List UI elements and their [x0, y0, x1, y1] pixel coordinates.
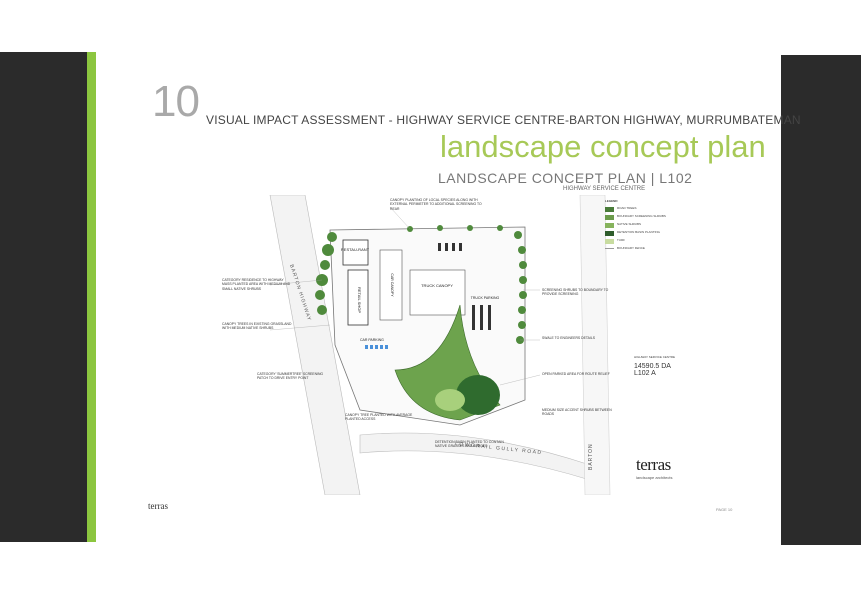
- note-right-1: SCREENING SHRUBS TO BOUNDARY TO PROVIDE …: [542, 288, 609, 297]
- legend-swatch: [605, 222, 614, 228]
- page-title: VISUAL IMPACT ASSESSMENT - HIGHWAY SERVI…: [206, 113, 801, 127]
- legend-swatch: [605, 247, 614, 249]
- truck-canopy: [409, 269, 466, 316]
- legend-label: TURF: [617, 238, 625, 243]
- legend-swatch: [605, 230, 614, 236]
- legend-label: BOUNDARY FENCE: [617, 245, 645, 250]
- car-canopy-label: CAR CANOPY: [390, 273, 394, 297]
- right-dark-bar: [781, 55, 861, 545]
- client-name: HIGHWAY SERVICE CENTRE: [634, 355, 676, 359]
- terras-logo: terras landscape architects: [636, 455, 672, 480]
- logo-name: terras: [636, 455, 671, 474]
- annotation-leaders: [269, 206, 541, 386]
- note-left-2: CANOPY TREES IN EXISTING GRASSLAND WITH …: [222, 322, 292, 331]
- legend-title: LEGEND: [605, 199, 618, 203]
- note-left-1: CATEGORY RESIDENCE TO HIGHWAY MASS PLANT…: [222, 278, 291, 291]
- car-canopy: [379, 249, 403, 321]
- legend-label: BOUNDARY SCREENING SHRUBS: [617, 214, 666, 219]
- drawing-number: 14590.5 DA L102 A: [634, 363, 671, 378]
- legend-label: DETENTION BASIN PLANTING: [617, 230, 661, 235]
- highway-road: [269, 195, 361, 495]
- legend-label: ROAD TREES: [617, 206, 637, 211]
- legend-label: NATIVE SHRUBS: [617, 222, 641, 227]
- truck-parking-label: TRUCK PARKING: [471, 296, 500, 300]
- note-right-3: OPEN PARKED AREA FOR ROUTE RELIEF: [542, 372, 610, 376]
- truck-canopy-label: TRUCK CANOPY: [421, 283, 453, 288]
- plan-title: LANDSCAPE CONCEPT PLAN | L102: [438, 170, 693, 186]
- truck-parking-bays: [438, 243, 491, 330]
- legend-item: DETENTION BASIN PLANTING: [605, 230, 685, 236]
- retail-building: [347, 269, 369, 326]
- title-block: HIGHWAY SERVICE CENTRE 14590.5 DA L102 A: [634, 355, 682, 377]
- note-right-2: SWALE TO ENGINEERS DETAILS: [542, 336, 596, 340]
- page-subtitle: landscape concept plan: [440, 129, 766, 164]
- landscape-plan-drawing: RESTAU-RANT RETAIL SHOP CAR CANOPY TRUCK…: [269, 195, 611, 495]
- legend-item: BOUNDARY SCREENING SHRUBS: [605, 214, 685, 220]
- restaurant-label: RESTAU-RANT: [341, 247, 370, 252]
- legend-item: BOUNDARY FENCE: [605, 245, 685, 251]
- logo-tagline: landscape architects: [636, 475, 673, 480]
- turf-area: [435, 389, 465, 411]
- detention-basin: [456, 375, 500, 415]
- car-parking-bays: [365, 345, 388, 349]
- legend-swatch: [605, 214, 614, 220]
- green-accent-strip: [87, 52, 96, 542]
- legend-item: ROAD TREES: [605, 206, 685, 212]
- restaurant-building: [342, 239, 369, 266]
- section-number: 10: [152, 77, 200, 126]
- note-left-3: CATEGORY 'SUMMERTREE' SCREENING PATCH TO…: [257, 372, 324, 381]
- legend: LEGEND ROAD TREES BOUNDARY SCREENING SHR…: [605, 199, 685, 253]
- retail-label: RETAIL SHOP: [357, 287, 362, 313]
- note-top: CANOPY PLANTING OF LOCAL SPECIES ALONG W…: [390, 198, 482, 211]
- note-bottom-1: CANOPY TREE PLANTED WITH AVERAGE PLANTED…: [345, 413, 413, 422]
- left-dark-bar: [0, 52, 87, 542]
- barton-road-label: BARTON: [588, 443, 594, 470]
- page-number: PAGE 10: [716, 507, 733, 512]
- legend-swatch: [605, 238, 614, 244]
- boundary-vegetation: [315, 225, 527, 344]
- legend-item: NATIVE SHRUBS: [605, 222, 685, 228]
- plan-subtitle: HIGHWAY SERVICE CENTRE: [563, 186, 646, 192]
- note-right-4: MEDIUM SIZE ACCENT SHRUBS BETWEEN ROADS: [542, 408, 612, 417]
- legend-swatch: [605, 206, 614, 212]
- car-parking-label: CAR PARKING: [360, 338, 384, 342]
- footer-logo: terras: [148, 501, 168, 511]
- note-bottom-2: DETENTION BASIN PLANTED TO CONTAIN NATIV…: [435, 440, 504, 449]
- legend-item: TURF: [605, 238, 685, 244]
- barton-road: [579, 195, 611, 495]
